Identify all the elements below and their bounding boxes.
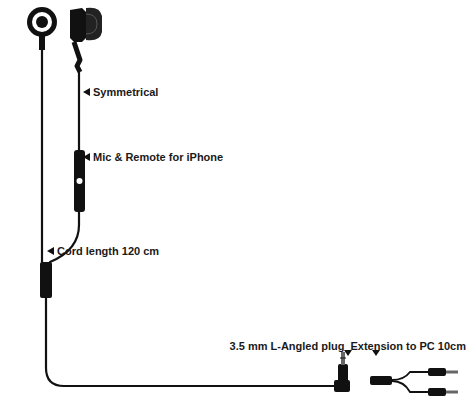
extension-pin [446,391,458,394]
earbud-stem [39,36,45,50]
pointer-marks [47,88,380,356]
extension-jack [370,376,392,385]
callout-label: 3.5 mm L-Angled plug [230,340,345,353]
mic-remote [74,150,85,212]
callout-label: Cord length 120 cm [57,245,159,258]
plug-ring [340,358,346,359]
right-earbud-body [70,8,86,42]
callout-label: Extension to PC 10cm [350,340,466,353]
remote-button [77,178,83,184]
right-earbud-tip [86,8,102,41]
y-splitter [40,262,52,298]
earbud-ring [32,12,52,32]
callout-label: Symmetrical [93,86,158,99]
plug-body [338,364,348,382]
cords [42,50,336,386]
tip-ridge [86,14,97,34]
extension-pin [446,371,458,374]
extension-plug [428,388,446,396]
earbud-center [36,16,48,28]
extension-cords [392,372,428,392]
right-earbud-stem [74,42,80,72]
plug-pin [341,352,345,365]
callout-label: Mic & Remote for iPhone [93,151,223,164]
left-earbud [27,7,57,37]
extension-plug [428,368,446,376]
